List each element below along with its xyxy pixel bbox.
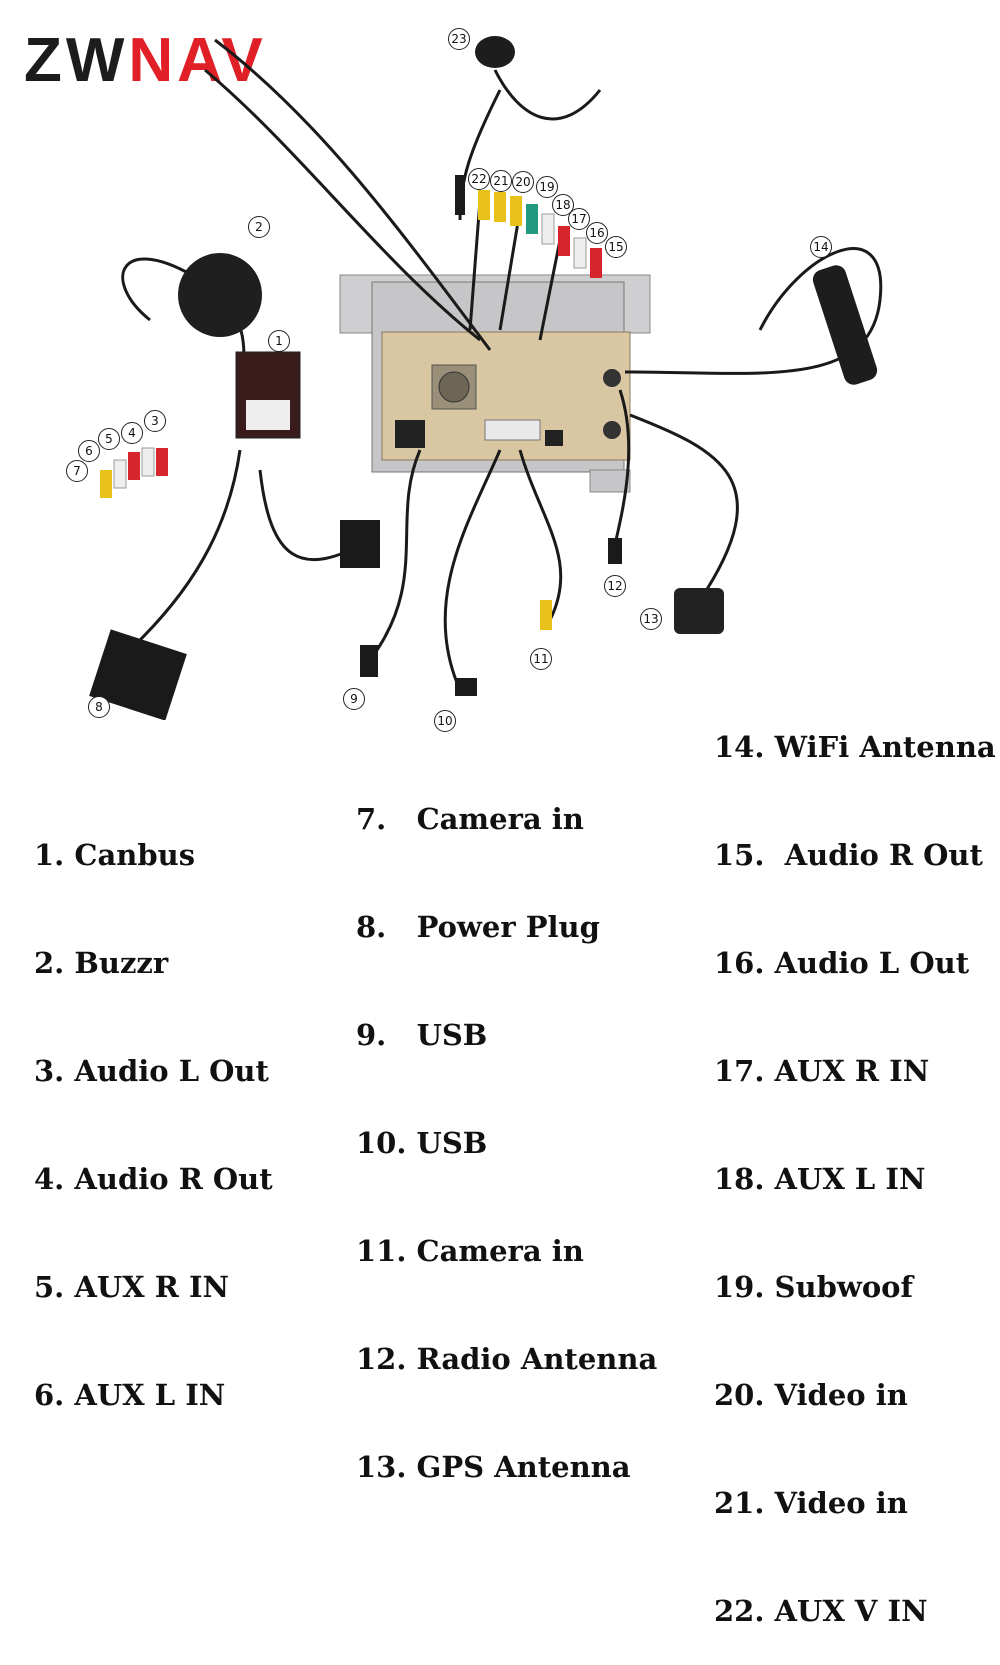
buzzer: [178, 253, 262, 337]
callout-8: 8: [88, 696, 110, 718]
legend-item: 6. AUX L IN: [34, 1378, 226, 1412]
callout-19: 19: [536, 176, 558, 198]
head-unit: [339, 274, 651, 493]
canbus-label: [246, 400, 290, 430]
legend-item: 1. Canbus: [34, 838, 196, 872]
gps-antenna: [674, 588, 724, 634]
callout-16: 16: [586, 222, 608, 244]
callout-6: 6: [78, 440, 100, 462]
callout-23: 23: [448, 28, 470, 50]
callout-1: 1: [268, 330, 290, 352]
callout-11: 11: [530, 648, 552, 670]
legend-column-3: 14. WiFi Antenna 15. Audio R Out 16. Aud…: [714, 657, 996, 1665]
callout-12: 12: [604, 575, 626, 597]
legend-item: 17. AUX R IN: [714, 1054, 930, 1088]
legend-item: 16. Audio L Out: [714, 946, 970, 980]
camera-rca: [540, 600, 552, 630]
legend-item: 4. Audio R Out: [34, 1162, 273, 1196]
usb-plug-1: [360, 645, 378, 677]
callout-13: 13: [640, 608, 662, 630]
callout-15: 15: [605, 236, 627, 258]
legend-item: 12. Radio Antenna: [356, 1342, 658, 1376]
microphone: [475, 36, 515, 68]
legend-item: 10. USB: [356, 1126, 488, 1160]
legend-item: 7. Camera in: [356, 802, 584, 836]
legend-item: 20. Video in: [714, 1378, 908, 1412]
wiring-diagram: [89, 36, 883, 720]
callout-14: 14: [810, 236, 832, 258]
legend-item: 5. AUX R IN: [34, 1270, 230, 1304]
callout-7: 7: [66, 460, 88, 482]
legend-item: 2. Buzzr: [34, 946, 169, 980]
rca-group-left: [100, 447, 168, 498]
legend-item: 14. WiFi Antenna: [714, 730, 996, 764]
legend-item: 13. GPS Antenna: [356, 1450, 631, 1484]
legend-item: 8. Power Plug: [356, 910, 600, 944]
legend-item: 15. Audio R Out: [714, 838, 983, 872]
rca-group-top: [455, 175, 602, 278]
callout-22: 22: [468, 168, 490, 190]
power-plug: [89, 629, 187, 720]
callout-3: 3: [144, 410, 166, 432]
legend-item: 11. Camera in: [356, 1234, 584, 1268]
legend-item: 22. AUX V IN: [714, 1594, 928, 1628]
radio-antenna-plug: [608, 538, 622, 564]
legend-item: 19. Subwoof: [714, 1270, 913, 1304]
callout-9: 9: [343, 688, 365, 710]
wifi-antenna: [812, 265, 878, 385]
callout-17: 17: [568, 208, 590, 230]
callout-4: 4: [121, 422, 143, 444]
callout-20: 20: [512, 171, 534, 193]
callout-10: 10: [434, 710, 456, 732]
usb-plug-2: [455, 678, 477, 696]
callout-2: 2: [248, 216, 270, 238]
legend-item: 21. Video in: [714, 1486, 908, 1520]
callout-21: 21: [490, 170, 512, 192]
iso-connector: [340, 520, 380, 568]
legend-item: 9. USB: [356, 1018, 488, 1052]
callout-5: 5: [98, 428, 120, 450]
legend-item: 3. Audio L Out: [34, 1054, 269, 1088]
legend-column-1: 1. Canbus 2. Buzzr 3. Audio L Out 4. Aud…: [34, 765, 273, 1449]
legend-item: 18. AUX L IN: [714, 1162, 926, 1196]
legend-column-2: 7. Camera in 8. Power Plug 9. USB 10. US…: [356, 729, 657, 1521]
callout-18: 18: [552, 194, 574, 216]
logo-part-zw: ZW: [24, 26, 129, 95]
